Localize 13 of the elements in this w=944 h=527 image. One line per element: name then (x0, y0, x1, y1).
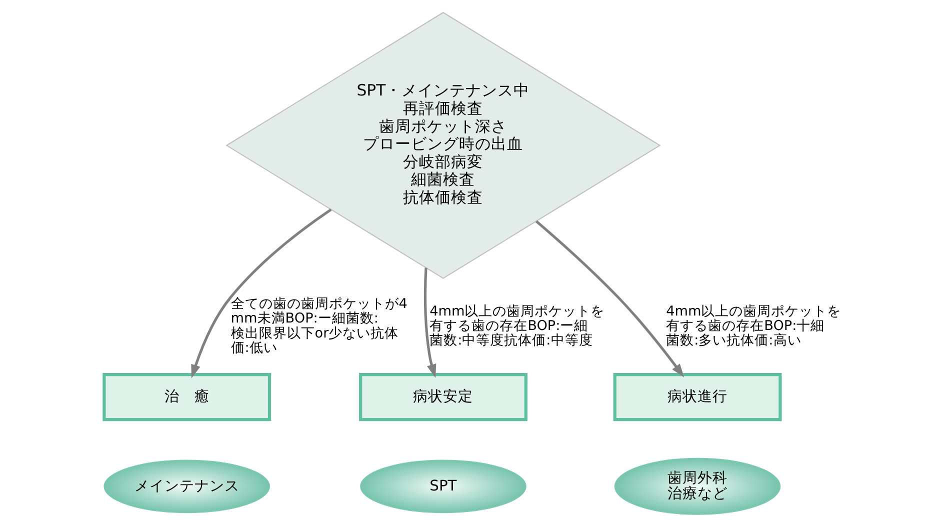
node-box: 病状安定 (358, 372, 528, 422)
edge-label: 4mm以上の歯周ポケットを有する歯の存在BOP:ー細菌数:中等度抗体価:中等度 (430, 303, 605, 349)
node-ellipse: 歯周外科治療など (614, 458, 781, 515)
arrow (191, 208, 332, 378)
node-ellipse: メインテナンス (104, 460, 270, 514)
node-box: 病状進行 (613, 372, 782, 422)
edge-label: 4mm以上の歯周ポケットを有する歯の存在BOP:十細菌数:多い抗体価:高い (666, 303, 842, 349)
arrow (535, 220, 684, 378)
node-box: 治 癒 (102, 372, 272, 422)
node-ellipse: SPT (360, 460, 526, 514)
arrow (424, 268, 436, 378)
edge-label: 全ての歯の歯周ポケットが4mm未満BOP:ー細菌数:検出限界以下or少ない抗体価:低い (230, 296, 408, 356)
node-diamond: SPT・メインテナンス中 再評価検査 歯周ポケット深さ プロービング時の出血 分岐部病変 細菌検査 抗体価検査 (226, 12, 661, 279)
